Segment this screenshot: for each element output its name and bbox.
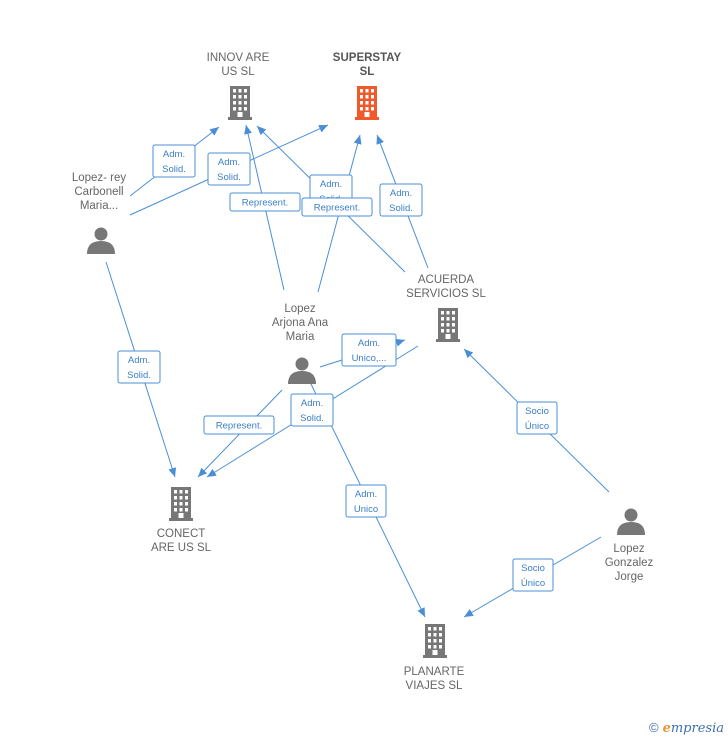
building-icon	[228, 86, 252, 120]
relation-label-text: Solid.	[217, 172, 241, 183]
node-lopezrey[interactable]: Lopez- reyCarbonellMaria...	[72, 172, 127, 254]
relation-label-text: Solid.	[300, 413, 324, 424]
relation-label-box	[301, 197, 373, 217]
relation-label-lopezrey-to-conect[interactable]: Adm. Solid.	[117, 350, 161, 384]
relation-label-text: Adm.	[355, 489, 377, 500]
relation-label-box	[117, 350, 161, 384]
relation-label-lopezarjona-to-superstay[interactable]: Represent.	[301, 197, 373, 217]
relation-label-text: Adm.	[320, 179, 342, 190]
relation-label-lopezarjona-to-planarte[interactable]: Adm. Unico	[345, 484, 387, 518]
nodes-layer: INNOV ARE US SL SUPERSTAY SL Lopez- reyCarbo…	[72, 52, 654, 692]
node-label: INNOV ARE	[207, 52, 270, 64]
building-icon-highlight	[355, 86, 379, 120]
relation-label-lopezrey-to-superstay[interactable]: Adm. Solid.	[207, 152, 251, 186]
relation-label-box	[152, 144, 196, 178]
node-label: SL	[360, 66, 375, 78]
relation-label-acuerda-to-superstay[interactable]: Adm. Solid.	[379, 183, 423, 217]
relation-label-text: Adm.	[218, 157, 240, 168]
relation-labels-layer: Adm. Solid. Adm. Solid. Represent. Adm. Solid.…	[117, 144, 558, 592]
node-label: US SL	[221, 66, 255, 78]
node-label: Maria	[286, 331, 315, 343]
node-label: Lopez	[613, 543, 645, 555]
relation-label-text: Adm.	[301, 398, 323, 409]
node-label: SERVICIOS SL	[406, 288, 486, 300]
node-label: Lopez- rey	[72, 172, 127, 184]
person-icon	[617, 508, 645, 535]
relation-label-text: Adm.	[390, 188, 412, 199]
node-label: Maria...	[80, 200, 118, 212]
relation-label-text: Represent.	[216, 421, 262, 432]
brand-logo-text: mpresia	[670, 721, 724, 736]
relation-label-acuerda-to-conect[interactable]: Adm. Solid.	[290, 393, 334, 427]
relation-label-text: Unico	[354, 504, 378, 515]
relation-label-box	[512, 558, 554, 592]
node-conect[interactable]: CONECT ARE US SL	[151, 487, 212, 554]
relation-label-box	[379, 183, 423, 217]
node-label: Jorge	[615, 571, 644, 583]
relation-label-box	[207, 152, 251, 186]
building-icon	[423, 624, 447, 658]
person-icon	[87, 227, 115, 254]
relation-label-text: Represent.	[242, 198, 288, 209]
relation-label-box	[341, 333, 397, 367]
node-label: ARE US SL	[151, 542, 212, 554]
person-icon	[288, 357, 316, 384]
node-acuerda[interactable]: ACUERDA SERVICIOS SL	[406, 274, 486, 342]
relation-label-text: Único	[521, 578, 545, 589]
relation-label-lopezarjona-to-innovare[interactable]: Represent.	[229, 192, 301, 212]
node-label: VIAJES SL	[406, 680, 463, 692]
node-label: PLANARTE	[404, 666, 465, 678]
building-icon	[436, 308, 460, 342]
relation-label-text: Adm.	[128, 355, 150, 366]
node-planarte[interactable]: PLANARTE VIAJES SL	[404, 624, 465, 692]
node-label: SUPERSTAY	[333, 52, 402, 64]
relation-label-box	[290, 393, 334, 427]
relation-label-text: Unico,...	[352, 353, 387, 364]
copyright-icon: ©	[648, 720, 659, 735]
node-label: Lopez	[284, 303, 316, 315]
relation-label-text: Represent.	[314, 203, 360, 214]
node-innovare[interactable]: INNOV ARE US SL	[207, 52, 270, 120]
brand-footer[interactable]: ©empresia	[649, 720, 724, 736]
node-label: Arjona Ana	[272, 317, 329, 329]
relation-label-box	[516, 401, 558, 435]
relation-label-text: Socio	[521, 563, 545, 574]
node-label: CONECT	[157, 528, 206, 540]
relation-label-text: Solid.	[127, 370, 151, 381]
relation-label-text: Adm.	[163, 149, 185, 160]
relation-label-text: Único	[525, 421, 549, 432]
relation-label-box	[203, 415, 275, 435]
relation-label-text: Solid.	[389, 203, 413, 214]
relation-label-box	[229, 192, 301, 212]
relation-label-text: Adm.	[358, 338, 380, 349]
relation-label-lopezrey-to-innovare[interactable]: Adm. Solid.	[152, 144, 196, 178]
relation-label-text: Socio	[525, 406, 549, 417]
node-label: Gonzalez	[605, 557, 654, 569]
building-icon	[169, 487, 193, 521]
node-superstay[interactable]: SUPERSTAY SL	[333, 52, 402, 120]
relation-label-text: Solid.	[162, 164, 186, 175]
relation-label-lopezarjona-to-acuerda[interactable]: Adm. Unico,...	[341, 333, 397, 367]
relation-label-lopezarjona-to-conect[interactable]: Represent.	[203, 415, 275, 435]
relation-label-box	[345, 484, 387, 518]
node-label: ACUERDA	[418, 274, 475, 286]
node-label: Carbonell	[74, 186, 123, 198]
brand-logo-e: e	[662, 721, 671, 736]
